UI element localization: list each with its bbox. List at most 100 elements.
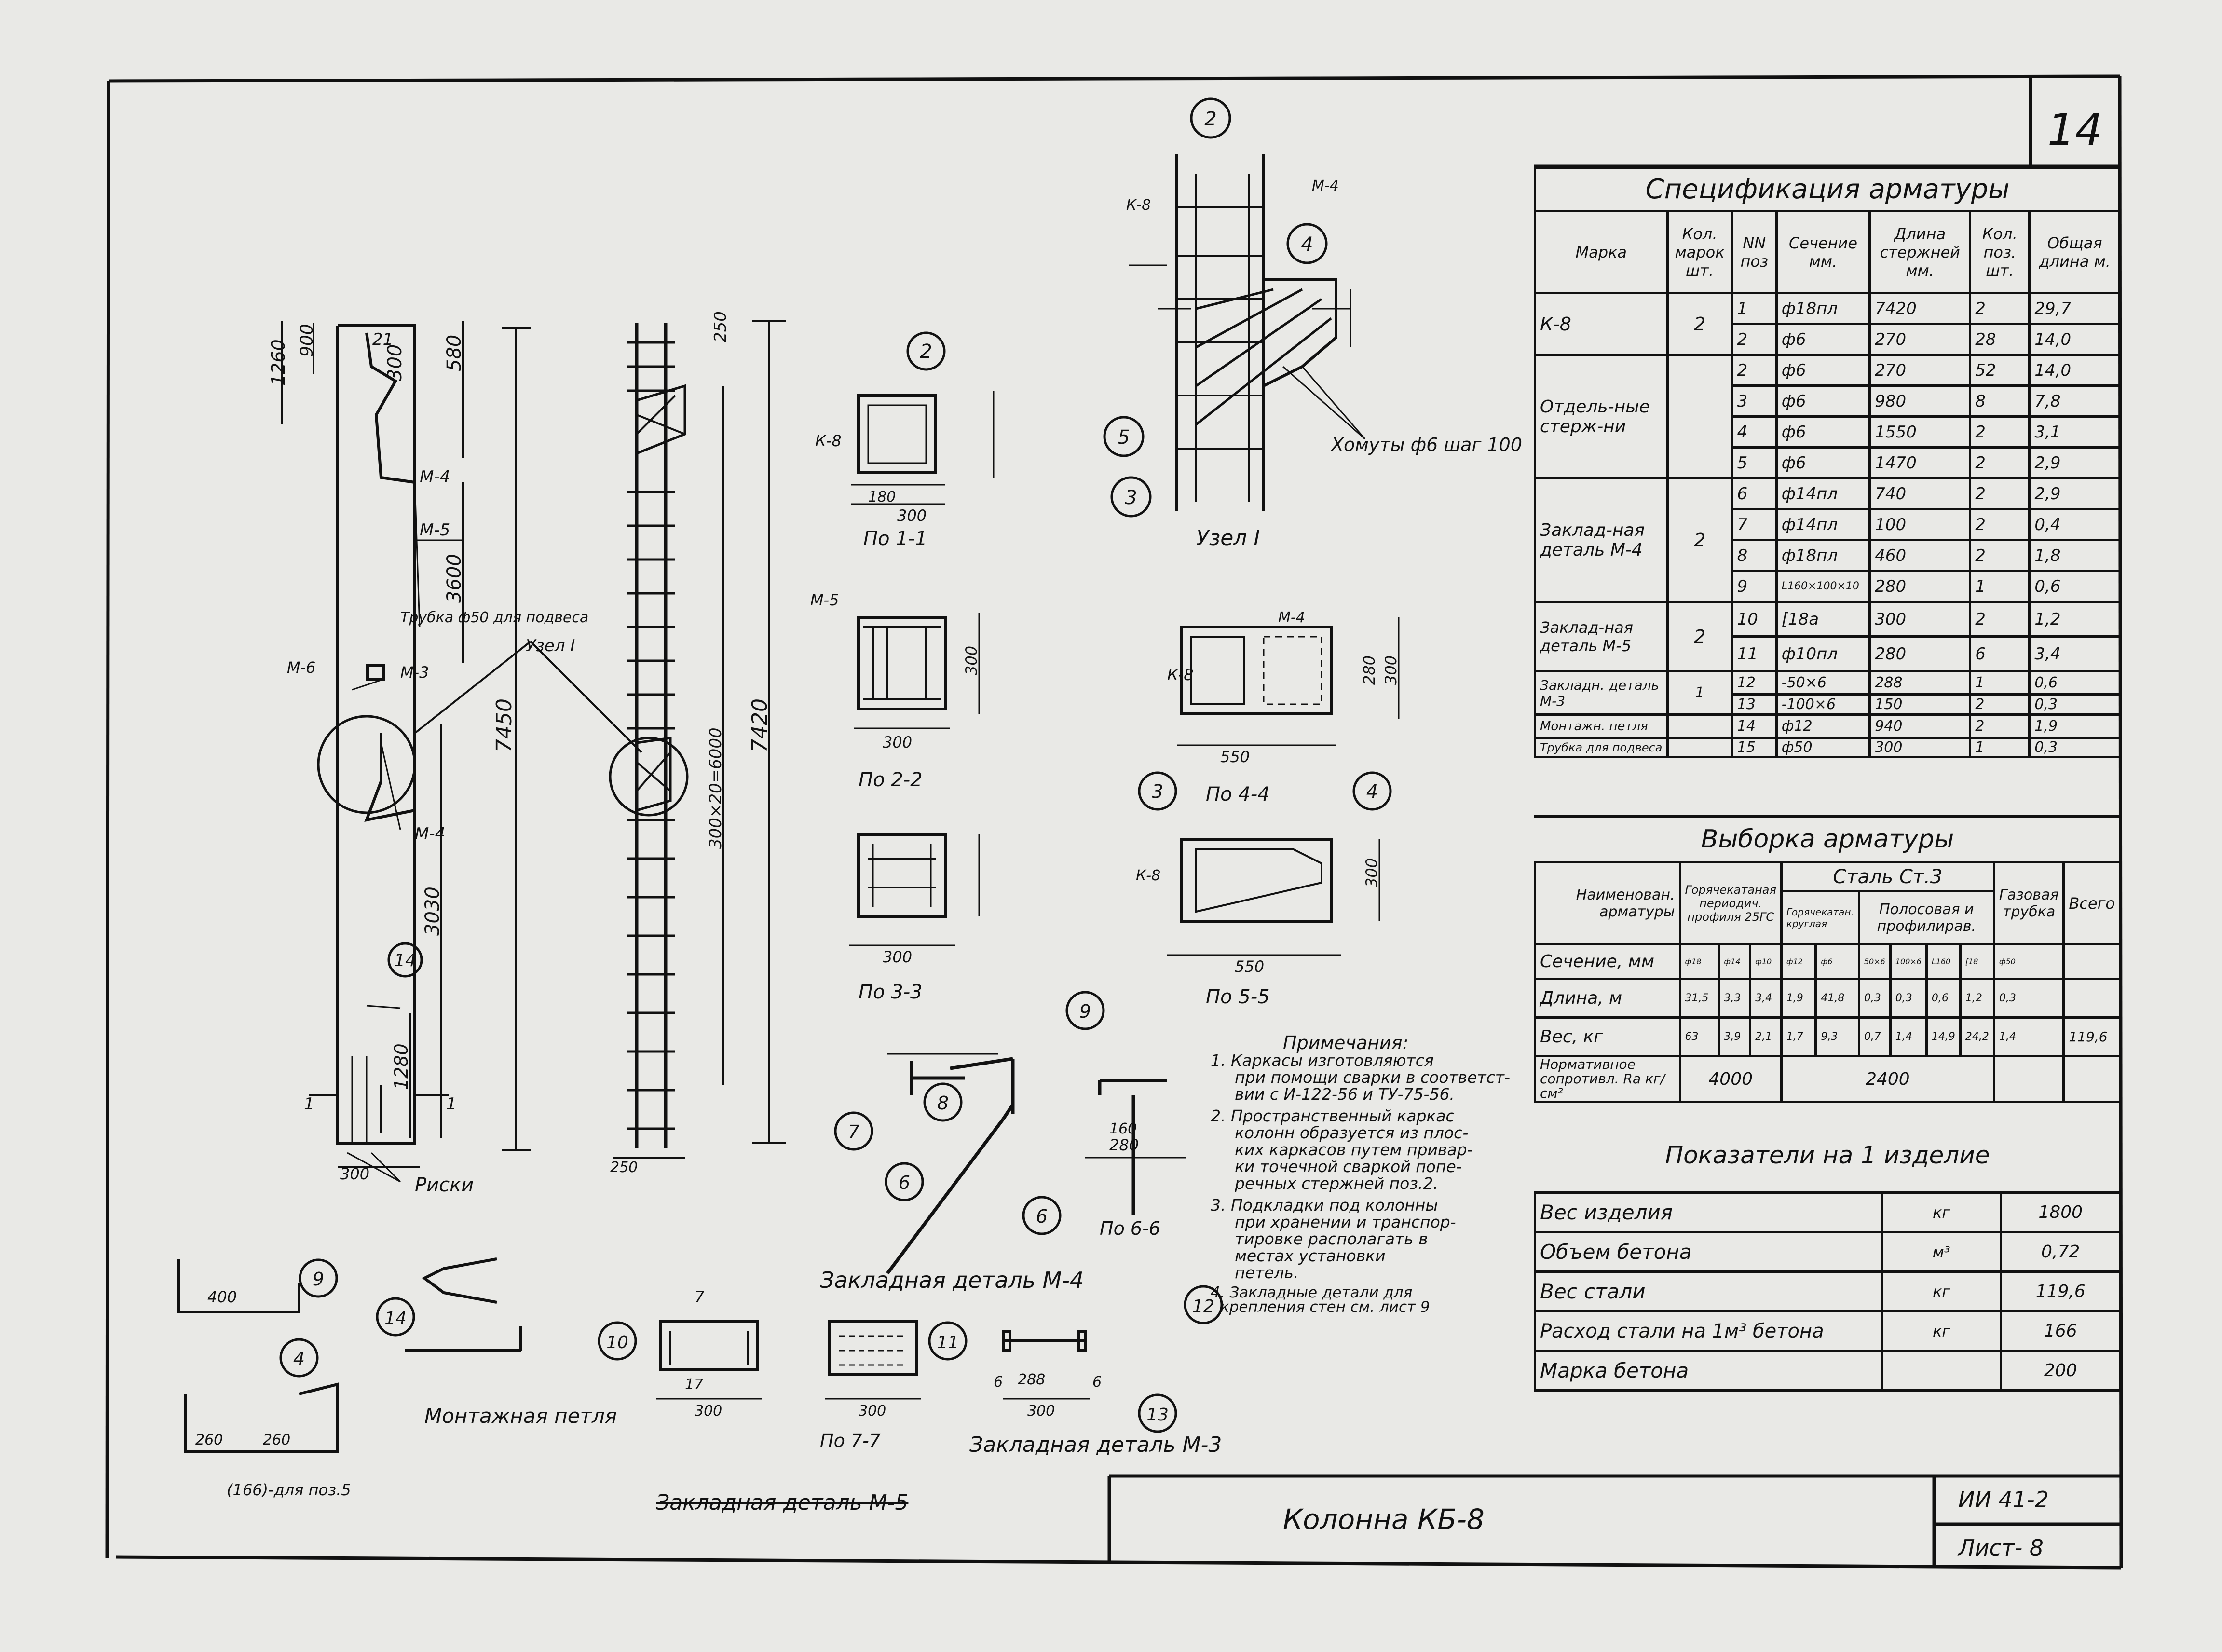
indicator-value: 1800 (2000, 1191, 2121, 1233)
spec-cell: 13 (1731, 693, 1778, 716)
bubble-6-sec6: 6 (1022, 1196, 1062, 1235)
spec-cell: 12 (1731, 670, 1778, 696)
embed-m4-drawing (886, 1053, 1186, 1275)
bubble-9-detail: 9 (299, 1258, 338, 1298)
svg-text:местах установки: местах установки (1235, 1246, 1386, 1265)
selection-cell: 14,9 (1925, 1016, 1962, 1057)
spec-cell: 14,0 (2028, 323, 2121, 356)
spec-table: Спецификация арматуры Марка Кол. марок ш… (1534, 166, 2121, 758)
selection-norm-label: Нормативное сопротивл. Rа кг/см² (1534, 1055, 1681, 1103)
spec-cell: [18а (1775, 601, 1871, 638)
indicator-label: Марка бетона (1534, 1350, 1883, 1392)
spec-cell: 2 (1969, 713, 2031, 739)
spec-cell: 4 (1731, 415, 1778, 449)
dim-17: 17 (685, 1376, 703, 1393)
uzel-caption: Узел I (1196, 526, 1260, 550)
spec-cell: ф10пл (1775, 635, 1871, 672)
selection-cell: 24,2 (1959, 1016, 1995, 1057)
svg-text:4: 4 (1301, 233, 1313, 256)
selection-title: Выборка арматуры (1534, 815, 2121, 861)
sheet-number: 14 (2047, 105, 2103, 155)
indicator-label: Расход стали на 1м³ бетона (1534, 1310, 1883, 1352)
indicator-label: Вес стали (1534, 1270, 1883, 1312)
dim-288: 288 (1018, 1371, 1045, 1388)
selection-col-steel: Сталь Ст.3 (1780, 861, 1995, 892)
svg-text:10: 10 (606, 1333, 628, 1352)
section-1-right: 1 (446, 1094, 457, 1114)
spec-cell: 740 (1868, 477, 1972, 510)
selection-cell: 1,9 (1780, 978, 1817, 1019)
bubble-14-elev: 14 (387, 942, 423, 978)
bubble-7: 7 (834, 1111, 873, 1151)
indicator-unit: кг (1880, 1270, 2003, 1312)
selection-cell: 1,2 (1959, 978, 1995, 1019)
bubble-9: 9 (1065, 991, 1105, 1030)
dim-1280: 1280 (391, 1043, 412, 1090)
spec-cell: 2 (1969, 446, 2031, 479)
mark-m4-elev: М-4 (420, 467, 450, 487)
svg-text:13: 13 (1146, 1405, 1169, 1425)
selection-cell: 1,4 (1889, 1016, 1928, 1057)
spec-cell: 14 (1731, 713, 1778, 739)
selection-cell: 0,7 (1857, 1016, 1892, 1057)
spec-group-count (1666, 713, 1733, 739)
dim-3600: 3600 (443, 554, 465, 603)
svg-text:2: 2 (920, 341, 932, 363)
spec-cell: 1 (1731, 292, 1778, 325)
title-series: ИИ 41-2 (1958, 1487, 2049, 1513)
dim-300-sec4: 300 (1382, 655, 1400, 685)
spec-header-mark: Марка (1534, 210, 1669, 294)
dim-260-b: 260 (263, 1432, 290, 1448)
svg-text:колонн образуется из плос-: колонн образуется из плос- (1235, 1123, 1468, 1142)
bottom-details (177, 1257, 1090, 1453)
spec-cell: 1,8 (2028, 539, 2121, 572)
spec-cell: ф6 (1775, 384, 1871, 418)
spec-cell: ф6 (1775, 415, 1871, 449)
spec-cell: 0,6 (2028, 670, 2121, 696)
spec-cell: 11 (1731, 635, 1778, 672)
indicator-unit: кг (1880, 1191, 2003, 1233)
notes-title: Примечания: (1283, 1032, 1408, 1053)
spec-header-pos: NN поз (1731, 210, 1778, 294)
svg-text:ки точечной сваркой попе-: ки точечной сваркой попе- (1235, 1157, 1462, 1176)
dim-7420: 7420 (748, 698, 772, 752)
selection-norm-hot: 4000 (1678, 1055, 1783, 1103)
spec-cell: 14,0 (2028, 354, 2121, 387)
tube-caption: Трубка ф50 для подвеса (400, 609, 588, 626)
spec-cell: 2 (1969, 508, 2031, 541)
svg-text:речных стержней поз.2.: речных стержней поз.2. (1234, 1174, 1438, 1193)
section-label-3: По 3-3 (859, 981, 923, 1003)
dim-580: 580 (443, 335, 465, 371)
spec-cell: 7 (1731, 508, 1778, 541)
spec-cell: 300 (1868, 737, 1972, 758)
title-sheet: Лист- 8 (1957, 1535, 2044, 1561)
mark-k8-node: К-8 (1126, 197, 1151, 214)
bubble-14-loop: 14 (376, 1297, 415, 1337)
section-7-mark: 7 (695, 1288, 705, 1306)
svg-text:петель.: петель. (1235, 1263, 1298, 1282)
selection-cell: ф12 (1780, 943, 1817, 980)
selection-cell: 100×6 (1889, 943, 1928, 980)
svg-text:при хранении и транспор-: при хранении и транспор- (1235, 1213, 1456, 1231)
spec-group-count: 2 (1666, 292, 1733, 356)
spec-cell: ф14пл (1775, 477, 1871, 510)
spec-cell: 15 (1731, 737, 1778, 758)
selection-cell: ф50 (1992, 943, 2065, 980)
spec-header-count: Кол. марок шт. (1666, 210, 1733, 294)
selection-table: Наименован. арматуры Горячекатаная перио… (1534, 861, 2121, 1103)
svg-text:ких каркасов путем привар-: ких каркасов путем привар- (1235, 1140, 1472, 1159)
svg-text:тировке располагать в: тировке располагать в (1235, 1229, 1428, 1248)
spec-cell: 288 (1868, 670, 1972, 696)
spec-cell: 270 (1868, 323, 1972, 356)
section-label-1: По 1-1 (863, 528, 927, 550)
spec-cell: 8 (1969, 384, 2031, 418)
mark-m3-elev: М-3 (400, 663, 429, 682)
dim-21: 21 (372, 330, 393, 349)
spec-cell: 460 (1868, 539, 1972, 572)
indicator-value: 166 (2000, 1310, 2121, 1352)
dim-160-sec6: 160 (1109, 1120, 1137, 1137)
svg-text:крепления стен см. лист 9: крепления стен см. лист 9 (1220, 1298, 1430, 1316)
spec-cell: 1,9 (2028, 713, 2121, 739)
svg-text:2: 2 (1204, 108, 1216, 130)
